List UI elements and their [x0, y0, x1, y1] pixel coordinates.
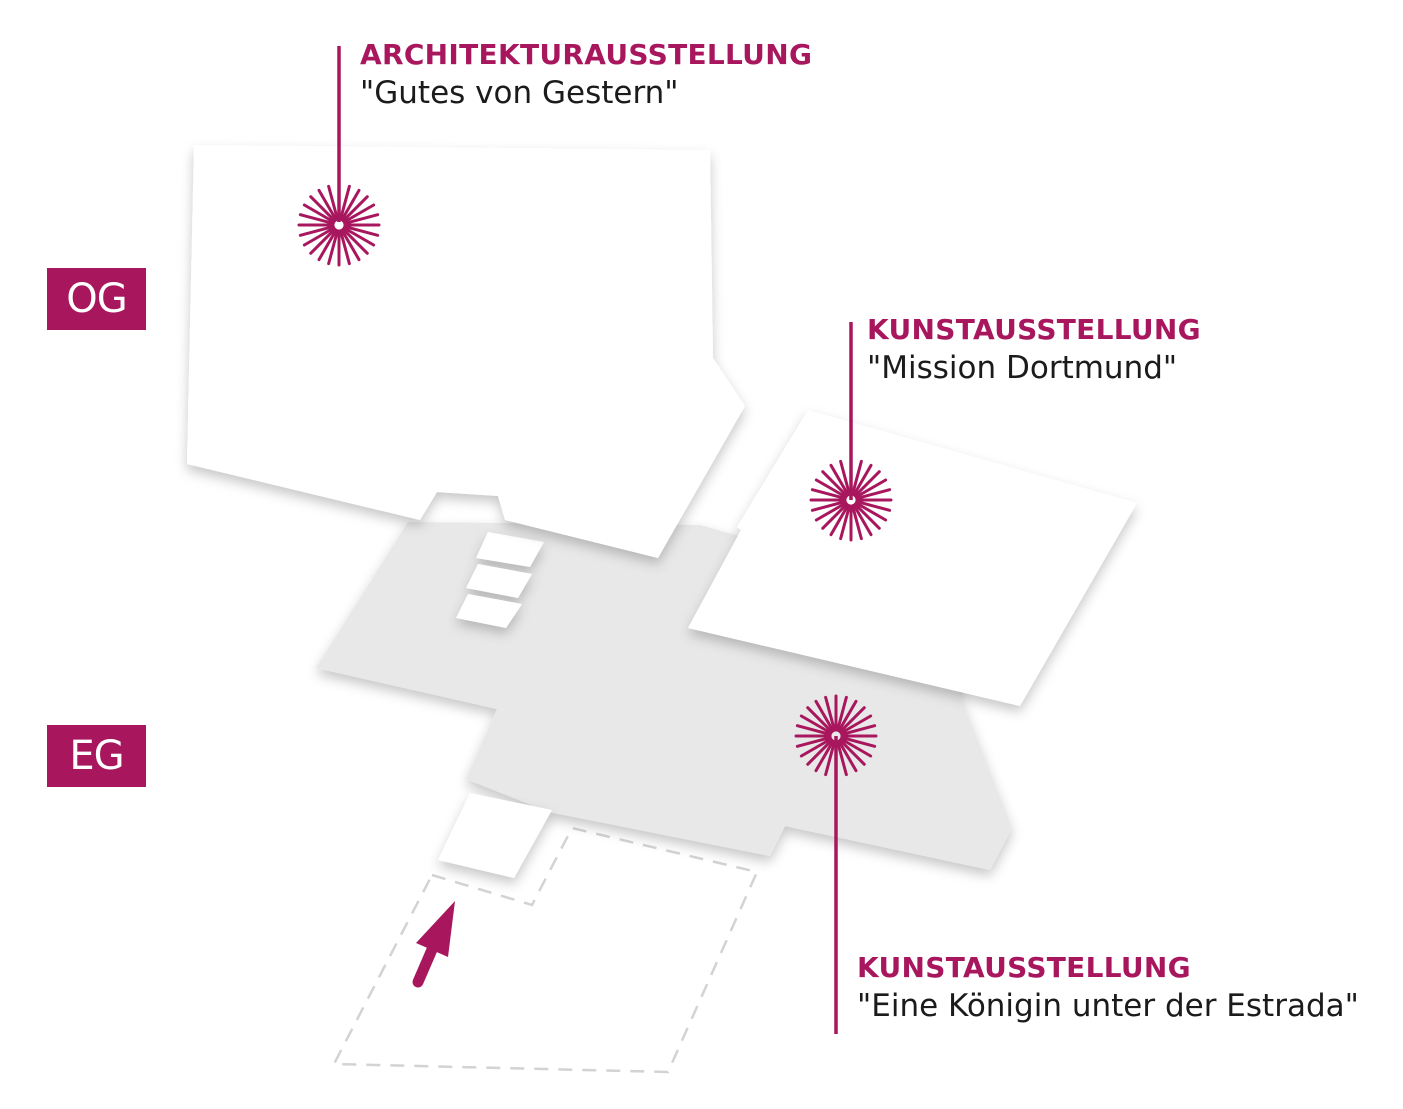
starburst-ray — [298, 213, 335, 225]
starburst-ray — [854, 478, 888, 499]
starburst-ray — [814, 699, 835, 733]
starburst-ray — [806, 706, 834, 734]
starburst-ray — [854, 501, 888, 522]
starburst-ray — [339, 229, 351, 266]
starburst-ray — [855, 488, 892, 500]
exhibition-title: KUNSTAUSSTELLUNG — [867, 313, 1201, 346]
starburst-ray — [342, 203, 376, 224]
starburst-ray — [309, 195, 337, 223]
exhibition-subtitle: "Eine Königin unter der Estrada" — [857, 988, 1359, 1024]
starburst-ray — [343, 213, 380, 225]
starburst-ray — [837, 739, 858, 773]
entrance-arrow-icon — [412, 901, 455, 988]
starburst-icon[interactable] — [794, 694, 878, 778]
starburst-ray — [799, 714, 833, 735]
floor-badge-og[interactable]: OG — [47, 268, 146, 330]
starburst-icon[interactable] — [297, 183, 381, 267]
starburst-ray — [838, 738, 866, 766]
floor-badge-eg[interactable]: EG — [47, 725, 146, 787]
starburst-ray — [852, 503, 873, 537]
exhibition-label-architecture: ARCHITEKTURAUSSTELLUNG "Gutes von Gester… — [360, 38, 812, 111]
starburst-ray — [340, 188, 361, 222]
starburst-ray — [853, 502, 881, 530]
starburst-ray — [309, 227, 337, 255]
starburst-ray — [814, 478, 848, 499]
starburst-ray — [837, 699, 858, 733]
starburst-ray — [810, 500, 847, 512]
starburst-ray — [799, 737, 833, 758]
starburst-ray — [302, 226, 336, 247]
starburst-ray — [836, 695, 848, 732]
starburst-ray — [327, 184, 339, 221]
entrance-area — [331, 826, 759, 1074]
starburst-ray — [341, 195, 369, 223]
starburst-ray — [824, 695, 836, 732]
starburst-ray — [829, 503, 850, 537]
starburst-icon[interactable] — [809, 458, 893, 542]
exhibition-title: KUNSTAUSSTELLUNG — [857, 951, 1191, 984]
starburst-ray — [838, 706, 866, 734]
starburst-ray — [821, 502, 849, 530]
starburst-ray — [824, 740, 836, 777]
starburst-ray — [853, 470, 881, 498]
starburst-ray — [806, 738, 834, 766]
starburst-ray — [298, 225, 335, 237]
starburst-ray — [821, 470, 849, 498]
starburst-ray — [814, 739, 835, 773]
exhibition-label-mission-dortmund: KUNSTAUSSTELLUNG "Mission Dortmund" — [867, 313, 1201, 386]
exhibition-title: ARCHITEKTURAUSSTELLUNG — [360, 38, 813, 71]
starburst-ray — [342, 226, 376, 247]
starburst-ray — [840, 724, 877, 736]
starburst-ray — [795, 724, 832, 736]
starburst-ray — [839, 459, 851, 496]
upper-floor-right-wing — [688, 410, 1137, 706]
starburst-ray — [339, 184, 351, 221]
starburst-ray — [836, 740, 848, 777]
starburst-ray — [851, 504, 863, 541]
starburst-ray — [829, 463, 850, 497]
upper-floor-left-wing — [187, 145, 745, 558]
exhibition-label-koenigin: KUNSTAUSSTELLUNG "Eine Königin unter der… — [857, 951, 1359, 1024]
starburst-ray — [795, 736, 832, 748]
starburst-ray — [839, 737, 873, 758]
starburst-ray — [839, 504, 851, 541]
exhibition-subtitle: "Gutes von Gestern" — [360, 75, 679, 111]
starburst-ray — [317, 188, 338, 222]
starburst-ray — [852, 463, 873, 497]
starburst-ray — [855, 500, 892, 512]
starburst-ray — [851, 459, 863, 496]
exhibition-subtitle: "Mission Dortmund" — [867, 350, 1178, 386]
starburst-ray — [839, 714, 873, 735]
entrance-vestibule — [438, 793, 552, 878]
starburst-ray — [317, 228, 338, 262]
stairs — [456, 532, 544, 628]
starburst-ray — [343, 225, 380, 237]
starburst-ray — [810, 488, 847, 500]
starburst-ray — [327, 229, 339, 266]
starburst-ray — [814, 501, 848, 522]
starburst-ray — [341, 227, 369, 255]
starburst-ray — [302, 203, 336, 224]
starburst-ray — [840, 736, 877, 748]
starburst-ray — [340, 228, 361, 262]
